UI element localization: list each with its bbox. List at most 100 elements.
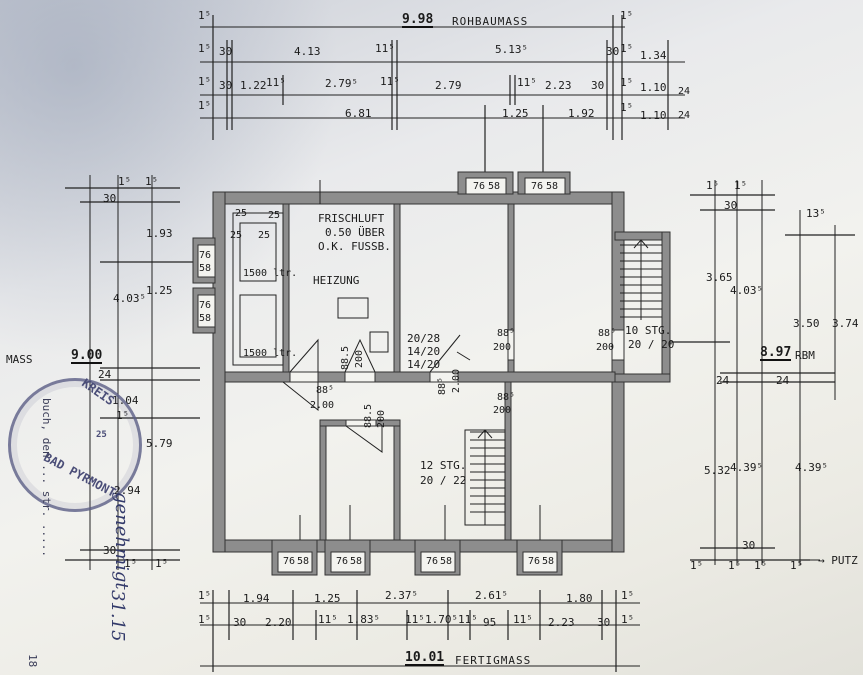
top-15-right: 1⁵ [620,9,634,22]
win-left1-w: 76 [199,250,212,261]
top-r1-5: 30 [606,45,620,58]
right-d3: 13⁵ [806,207,826,220]
win-top2-w: 76 [531,181,544,192]
right-d5: 4.03⁵ [730,284,764,297]
top-r3-6: 24 [678,110,691,121]
right-d4: 3.65 [706,271,733,284]
right-d7: 3.74 [832,317,859,330]
win-left2-h: 58 [199,313,212,324]
putz-label: → PUTZ [818,554,858,567]
frischluft-line1: FRISCHLUFT [318,212,385,225]
door-e-w: 88.5 [340,345,351,370]
stair-main-steps: 12 STG. [420,459,467,472]
top-r1-7: 1.34 [640,49,667,62]
door-g-w: 88⁵ [437,376,448,395]
right-d8: 24 [716,374,730,387]
win-bot3-w: 76 [426,556,439,567]
tank-2-label: 1500 ltr. [243,348,298,359]
top-r1-1: 30 [219,45,233,58]
left-d12: 1⁵ [124,557,138,570]
bot-r2-2: 2.20 [265,616,292,629]
bot-r2-8: 95 [483,616,497,629]
bot-r2-1: 30 [233,616,247,629]
top-r3-5: 1.10 [640,109,667,122]
fertig-label: FERTIGMASS [455,654,532,667]
stair-top-line3: 14/20 [407,358,441,371]
right-total-unit: RBM [795,349,815,362]
bot-r1-3: 2.37⁵ [385,589,419,602]
top-r2-8: 2.23 [545,79,572,92]
top-r2-3: 11⁵ [266,76,286,89]
top-r3-3: 1.92 [568,107,595,120]
stair-right-steps: 10 STG. [625,324,672,337]
top-r2-6: 2.79 [435,79,462,92]
bot-r1-2: 1.25 [314,592,341,605]
door-a-h: 200 [493,342,512,353]
win-top1-h: 58 [488,181,501,192]
small-25-d: 25 [268,210,281,221]
small-25-a: 25 [235,208,248,219]
bot-r2-6: 1.70⁵ [425,613,459,626]
left-d2: 30 [103,192,117,205]
frischluft-line3: O.K. FUSSB. [318,240,391,253]
right-d12: 4.39⁵ [795,461,829,474]
bot-r1-0: 1⁵ [198,589,212,602]
rohbau-label: ROHBAUMASS [452,15,529,28]
fertig-total: 10.01 [405,650,445,666]
top-r3-1: 6.81 [345,107,372,120]
left-d13: 1⁵ [155,557,169,570]
right-d17: 1⁵ [790,559,804,572]
right-d10: 5.32 [704,464,731,477]
right-d15: 1⁵ [728,559,742,572]
right-d6: 3.50 [793,317,820,330]
bot-r1-4: 2.61⁵ [475,589,509,602]
handwriting-genehmigt: genehmigt [111,492,132,590]
right-d9: 24 [776,374,790,387]
win-bot1-h: 58 [297,556,310,567]
top-r3-4: 1⁵ [620,101,634,114]
bot-r2-11: 30 [597,616,611,629]
top-r2-9: 30 [591,79,605,92]
win-bot4-h: 58 [542,556,555,567]
top-r2-10: 1⁵ [620,76,634,89]
bot-r2-0: 1⁵ [198,613,212,626]
small-25-c: 25 [258,230,271,241]
win-top2-h: 58 [546,181,559,192]
left-d1: 1⁵ [145,175,159,188]
right-d14: 1⁵ [690,559,704,572]
door-d-w: 88⁵ [316,385,335,396]
right-total: 8.97 [760,345,792,361]
win-left2-w: 76 [199,300,212,311]
top-r2-4: 2.79⁵ [325,77,359,90]
bot-r2-10: 2.23 [548,616,575,629]
top-15-left: 1⁵ [198,9,212,22]
stamp-number: 25 [96,430,107,440]
small-25-b: 25 [230,230,243,241]
win-bot4-w: 76 [528,556,541,567]
top-r1-0: 1⁵ [198,42,212,55]
right-d13: 30 [742,539,756,552]
left-d3: 1.93 [146,227,173,240]
stair-top-line1: 20/28 [407,332,441,345]
handwriting-street: buch, den ... str. ..... [40,398,53,557]
right-d1: 1⁵ [734,179,748,192]
win-bot1-w: 76 [283,556,296,567]
door-f-h: 200 [376,409,387,428]
left-mass-label: MASS [6,353,33,366]
rohbau-total: 9.98 [402,12,434,28]
win-bot3-h: 58 [440,556,453,567]
top-r2-0: 1⁵ [198,75,212,88]
left-d6: 24 [98,368,112,381]
door-c-w: 88⁵ [497,392,516,403]
door-b-w: 88⁵ [598,328,617,339]
door-c-h: 200 [493,405,512,416]
top-r1-3: 11⁵ [375,42,395,55]
door-b-h: 200 [596,342,615,353]
left-d0: 1⁵ [118,175,132,188]
right-d11: 4.39⁵ [730,461,764,474]
door-d-h: 2.00 [310,400,335,411]
left-d5: 4.03⁵ [113,292,147,305]
authority-stamp [8,378,142,512]
right-d16: 1⁵ [754,559,768,572]
